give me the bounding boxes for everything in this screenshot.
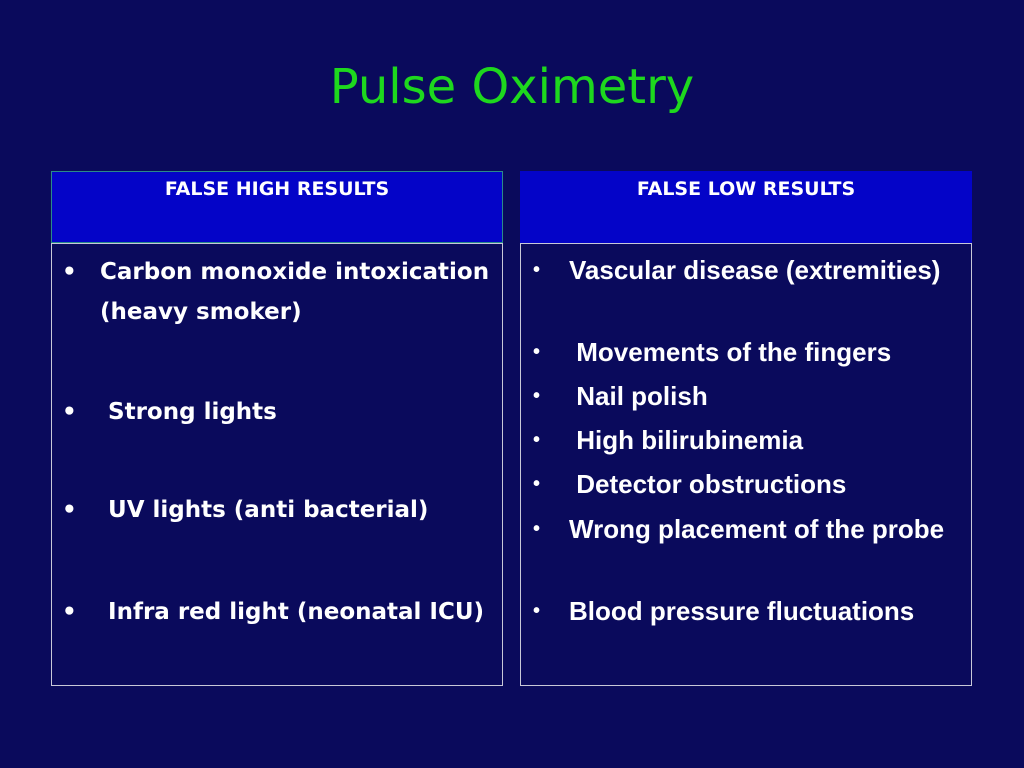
bullet-icon: • — [62, 399, 77, 425]
list-item-text: High bilirubinemia — [569, 425, 804, 455]
list-item-text: Infra red light (neonatal ICU) — [100, 599, 485, 625]
false-low-column: FALSE LOW RESULTS • Vascular disease (ex… — [520, 171, 972, 686]
list-item-text: Nail polish — [569, 381, 708, 411]
bullet-icon: • — [533, 473, 541, 495]
bullet-icon: • — [533, 385, 541, 407]
false-low-list: • Vascular disease (extremities) • Movem… — [520, 243, 972, 686]
list-item-text: UV lights (anti bacterial) — [100, 497, 429, 523]
bullet-icon: • — [533, 429, 541, 451]
bullet-icon: • — [533, 341, 541, 363]
bullet-icon: • — [62, 259, 77, 285]
bullet-icon: • — [62, 599, 77, 625]
false-high-header: FALSE HIGH RESULTS — [51, 171, 503, 243]
list-item-text: Strong lights — [100, 399, 277, 425]
list-item-text: Detector obstructions — [569, 469, 847, 499]
bullet-icon: • — [533, 518, 541, 540]
false-high-list: • Carbon monoxide intoxication (heavy sm… — [51, 243, 503, 686]
bullet-icon: • — [533, 600, 541, 622]
bullet-icon: • — [533, 259, 541, 281]
list-item-text: Vascular disease (extremities) — [569, 255, 941, 285]
false-high-column: FALSE HIGH RESULTS • Carbon monoxide int… — [51, 171, 503, 686]
false-low-header: FALSE LOW RESULTS — [520, 171, 972, 243]
slide-title: Pulse Oximetry — [329, 59, 695, 115]
list-item-text: Movements of the fingers — [569, 337, 892, 367]
list-item-text: Wrong placement of the probe — [569, 514, 945, 544]
bullet-icon: • — [62, 497, 77, 523]
list-item-text: Carbon monoxide intoxication (heavy smok… — [100, 259, 498, 325]
list-item-text: Blood pressure fluctuations — [569, 596, 915, 626]
